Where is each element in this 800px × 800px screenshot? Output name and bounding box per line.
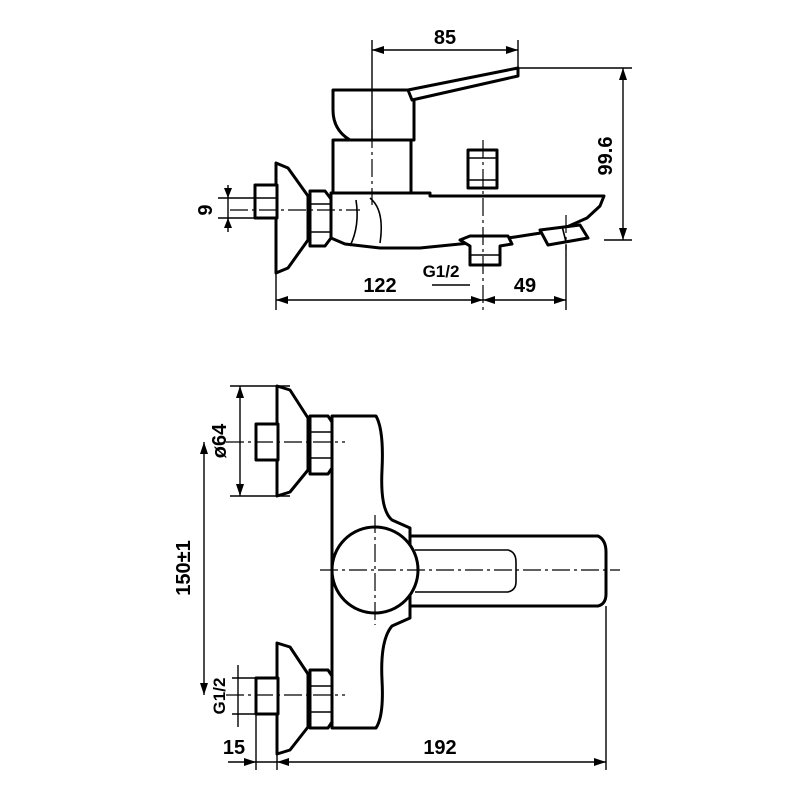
front-lever: [408, 534, 608, 608]
dim-front-center-distance: 150±1: [173, 540, 195, 595]
side-handle-base: [331, 88, 416, 142]
dim-side-right-length: 49: [514, 275, 536, 297]
front-upper-nut: [308, 414, 334, 476]
side-view: 85 99.6 9 122 49 G1/2: [195, 27, 632, 310]
dim-front-offset: 15: [223, 737, 245, 759]
dim-front-flange-diameter: ø64: [209, 423, 231, 458]
side-bottom-outlet: [458, 234, 514, 267]
front-view: ø64 150±1 G1/2 15 192: [173, 384, 620, 770]
dim-front-thread: G1/2: [210, 678, 229, 715]
side-inlet-stub: [253, 183, 279, 220]
front-lower-inlet: [254, 676, 280, 716]
front-lower-nut: [308, 668, 334, 730]
dim-front-depth: 192: [423, 737, 456, 759]
front-lower-flange: [275, 641, 310, 756]
dim-side-top-width: 85: [434, 27, 456, 49]
dim-side-left-length: 122: [363, 275, 396, 297]
dim-side-inlet: 9: [195, 204, 217, 215]
side-hex-nut: [308, 189, 333, 248]
dim-side-height: 99.6: [595, 137, 617, 176]
side-wall-flange: [274, 161, 310, 275]
front-upper-flange: [275, 384, 310, 498]
dim-side-thread: G1/2: [423, 262, 460, 281]
side-handle-lever: [406, 66, 520, 102]
